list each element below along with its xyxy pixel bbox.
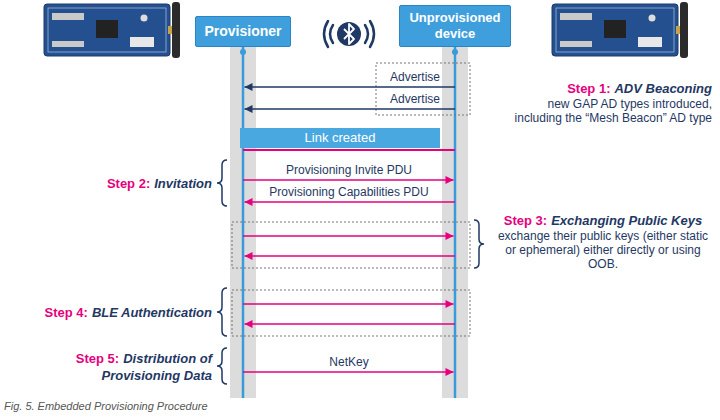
link-line xyxy=(243,149,455,151)
header xyxy=(560,13,592,20)
message-arrow xyxy=(243,371,454,373)
node-label: Unprovisioned device xyxy=(407,10,503,41)
step-number: Step 1: xyxy=(567,81,610,96)
step-note: exchange their public keys (either stati… xyxy=(492,229,714,271)
step-annotation: Step 1: ADV Beaconingnew GAP AD types int… xyxy=(502,80,712,125)
button xyxy=(649,15,656,22)
curly-brace xyxy=(217,348,227,384)
annotation-line: Step 4: BLE Authentication xyxy=(22,304,212,321)
lifeline xyxy=(454,40,457,398)
message-label: Advertise xyxy=(390,71,440,85)
step-number: Step 4: xyxy=(45,305,88,320)
step-name: ADV Beaconing xyxy=(614,81,712,96)
dotted-frame xyxy=(376,63,470,115)
annotation-line: new GAP AD types introduced, including t… xyxy=(502,97,712,125)
connector xyxy=(130,37,154,47)
message-arrow xyxy=(243,235,454,237)
annotation-line: Step 3: Exchanging Public Keys xyxy=(492,212,714,229)
step-number: Step 2: xyxy=(107,176,150,191)
annotation-line: exchange their public keys (either stati… xyxy=(492,229,714,271)
node-label: Link created xyxy=(305,130,376,146)
antenna xyxy=(680,2,688,58)
curly-brace xyxy=(474,220,484,268)
bluetooth-disc xyxy=(337,22,361,46)
dotted-frame xyxy=(232,290,470,336)
figure-caption: Fig. 5. Embedded Provisioning Procedure xyxy=(4,400,208,412)
dotted-frame xyxy=(232,222,470,268)
lifeline-band xyxy=(442,40,468,398)
lifeline-band xyxy=(230,40,256,398)
message-label: Provisioning Capabilities PDU xyxy=(269,186,428,200)
step-annotation: Step 5:Distribution of Provisioning Data xyxy=(62,350,212,384)
message-label: NetKey xyxy=(329,356,368,370)
lifeline xyxy=(242,40,245,398)
step-name: Exchanging Public Keys xyxy=(551,213,702,228)
message-arrow xyxy=(245,86,456,88)
step-number: Step 3: xyxy=(504,213,547,228)
message-arrow xyxy=(245,201,456,203)
step-name: Invitation xyxy=(154,176,212,191)
pcb xyxy=(552,4,678,56)
provisioner-box: Provisioner xyxy=(195,16,291,47)
device-box: Unprovisioned device xyxy=(399,5,511,47)
lifeline-dot xyxy=(452,49,458,55)
chip xyxy=(96,20,118,38)
annotation-line: Step 1: ADV Beaconing xyxy=(502,80,712,97)
connector xyxy=(638,37,662,47)
pcb xyxy=(44,4,170,56)
message-arrow xyxy=(245,255,456,257)
message-label: Advertise xyxy=(390,93,440,107)
silkscreen xyxy=(48,8,166,52)
board-right xyxy=(552,2,688,58)
step-note: new GAP AD types introduced, including t… xyxy=(502,97,712,125)
radio-waves xyxy=(324,21,374,47)
node-label: Provisioner xyxy=(204,23,281,40)
button xyxy=(141,15,148,22)
step-number: Step 5: xyxy=(76,351,119,366)
step-annotation: Step 3: Exchanging Public Keysexchange th… xyxy=(492,212,714,271)
step-annotation: Step 2: Invitation xyxy=(62,175,212,192)
header xyxy=(560,41,592,47)
message-arrow xyxy=(243,179,454,181)
bluetooth-rune xyxy=(344,24,354,44)
header xyxy=(52,13,84,20)
lifeline-dot xyxy=(240,49,246,55)
step-name: BLE Authentication xyxy=(92,305,212,320)
message-arrow xyxy=(245,108,456,110)
curly-brace xyxy=(217,288,227,336)
annotation-line: Step 5:Distribution of Provisioning Data xyxy=(62,350,212,384)
link-band: Link created xyxy=(240,128,440,148)
message-label: Provisioning Invite PDU xyxy=(286,164,412,178)
curly-brace xyxy=(217,160,227,206)
message-arrow xyxy=(245,323,456,325)
antenna xyxy=(172,2,180,58)
silkscreen xyxy=(556,8,674,52)
message-arrow xyxy=(243,303,454,305)
bluetooth-icon xyxy=(324,21,374,47)
chip xyxy=(604,20,626,38)
header xyxy=(52,41,84,47)
annotation-line: Step 2: Invitation xyxy=(62,175,212,192)
board-left xyxy=(44,2,180,58)
step-annotation: Step 4: BLE Authentication xyxy=(22,304,212,321)
